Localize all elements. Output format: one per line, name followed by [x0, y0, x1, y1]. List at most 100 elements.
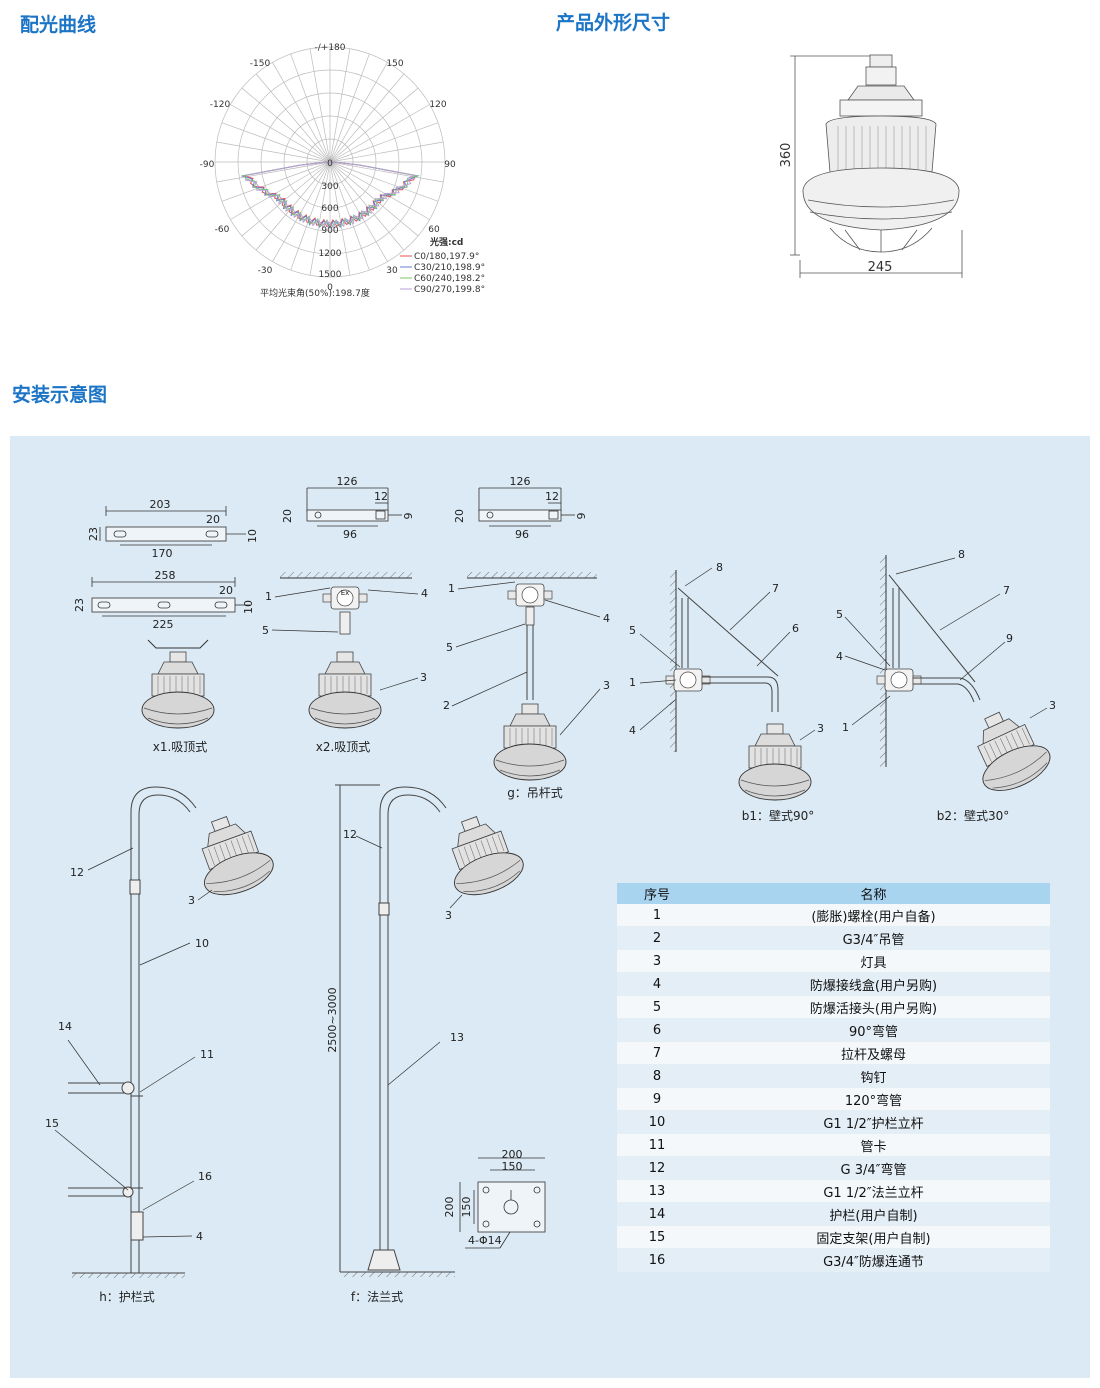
polar-spoke [329, 87, 419, 163]
callout-3: 3 [420, 671, 427, 684]
lamp-g [493, 703, 567, 781]
part-name-cell: G 3/4″弯管 [697, 1156, 1050, 1180]
callout-1: 1 [629, 676, 636, 689]
angle-label: 30 [386, 266, 398, 276]
part-number-cell: 16 [617, 1248, 697, 1272]
polar-spoke [216, 141, 331, 163]
part-name-cell: G1 1/2″法兰立杆 [697, 1179, 1050, 1203]
callout-12: 12 [70, 866, 84, 879]
legend-entry: C0/180,197.9° [414, 252, 479, 262]
callout-3: 3 [817, 722, 824, 735]
callout-2: 2 [443, 699, 450, 712]
part-number-cell: 15 [617, 1225, 697, 1249]
flange-outer-v: 200 [443, 1197, 456, 1218]
lamp-x1 [141, 639, 215, 729]
width-dimension: 245 [868, 260, 893, 275]
height-range: 2500~3000 [326, 987, 339, 1052]
lamp-b2 [958, 699, 1058, 801]
callout-8: 8 [716, 561, 723, 574]
callout-4: 4 [421, 587, 428, 600]
dim-10b: 10 [242, 600, 255, 614]
callout-15: 15 [45, 1117, 59, 1130]
part-name-cell: 防爆接线盒(用户另购) [697, 972, 1050, 996]
dim-23b: 23 [73, 598, 86, 612]
junction-box-g [507, 583, 553, 607]
radial-label: 300 [321, 182, 338, 192]
legend-title: 光强:cd [429, 236, 463, 248]
lamp-x2 [308, 651, 382, 729]
dim-23a: 23 [87, 527, 100, 541]
part-number-cell: 2 [617, 926, 697, 950]
radial-label: 0 [327, 159, 333, 169]
light-curve-heading: 配光曲线 [20, 14, 97, 36]
callout-16: 16 [198, 1170, 212, 1183]
polar-light-curve: -/+180 -150 150 -120 120 -90 90 -60 60 -… [200, 43, 485, 299]
part-number-cell: 7 [617, 1041, 697, 1065]
angle-label: -30 [258, 266, 273, 276]
angle-label: -90 [200, 160, 215, 170]
part-name-cell: 90°弯管 [697, 1018, 1050, 1042]
radial-label: 1500 [319, 270, 342, 280]
dim-126b: 126 [510, 475, 531, 488]
dim-96b: 96 [515, 528, 529, 541]
angle-label: 150 [386, 59, 403, 69]
angle-label: 90 [444, 160, 456, 170]
caption-h: h：护栏式 [99, 1289, 155, 1304]
legend-entry: C90/270,199.8° [414, 285, 485, 295]
callout-10: 10 [195, 937, 209, 950]
flange-post-f [335, 784, 455, 1277]
polar-curves [241, 161, 420, 229]
part-number-cell: 1 [617, 904, 697, 927]
polar-spoke [230, 161, 331, 220]
part-name-cell: (膨胀)螺栓(用户自备) [697, 904, 1050, 927]
polar-curve [244, 161, 416, 229]
table-header-row: 序号 名称 [617, 883, 1050, 904]
dim-20a: 20 [206, 513, 220, 526]
ceiling-x2 [280, 572, 412, 579]
caption-b2: b2：壁式30° [937, 808, 1010, 823]
polar-spoke [290, 161, 331, 271]
callout-12: 12 [343, 828, 357, 841]
polar-curve [243, 161, 416, 228]
flange-plate [459, 1157, 546, 1249]
part-number-cell: 11 [617, 1133, 697, 1157]
part-number-cell: 14 [617, 1202, 697, 1226]
callout-6: 6 [792, 622, 799, 635]
polar-spoke [329, 62, 388, 163]
polar-spoke [216, 161, 331, 183]
caption-x2: x2.吸顶式 [316, 740, 371, 754]
caption-g: g：吊杆式 [507, 786, 563, 800]
polar-spoke [329, 161, 351, 276]
callout-4: 4 [196, 1230, 203, 1243]
polar-spoke [255, 73, 331, 163]
flange-bolts: 4-Φ14 [468, 1234, 502, 1247]
callout-5: 5 [262, 624, 269, 637]
angle-label: -120 [210, 100, 231, 110]
polar-spoke [221, 161, 331, 202]
dim-225: 225 [153, 618, 174, 631]
caption-x1: x1.吸顶式 [153, 740, 208, 754]
product-dimension-drawing: 360 245 [779, 54, 963, 278]
callout-3: 3 [1049, 699, 1056, 712]
callout-3: 3 [445, 909, 452, 922]
polar-spoke [290, 53, 331, 163]
polar-spoke [329, 161, 419, 237]
part-name-cell: 防爆活接头(用户另购) [697, 995, 1050, 1019]
bracket-258 [91, 577, 250, 617]
installation-heading: 安装示意图 [12, 384, 108, 406]
angle-label: 0 [327, 283, 333, 293]
lamp-b1 [738, 723, 812, 801]
callout-8: 8 [958, 548, 965, 561]
beam-angle-text: 平均光束角(50%):198.7度 [260, 287, 370, 299]
radial-label: 1200 [319, 249, 342, 259]
part-name-cell: 护栏(用户自制) [697, 1202, 1050, 1226]
